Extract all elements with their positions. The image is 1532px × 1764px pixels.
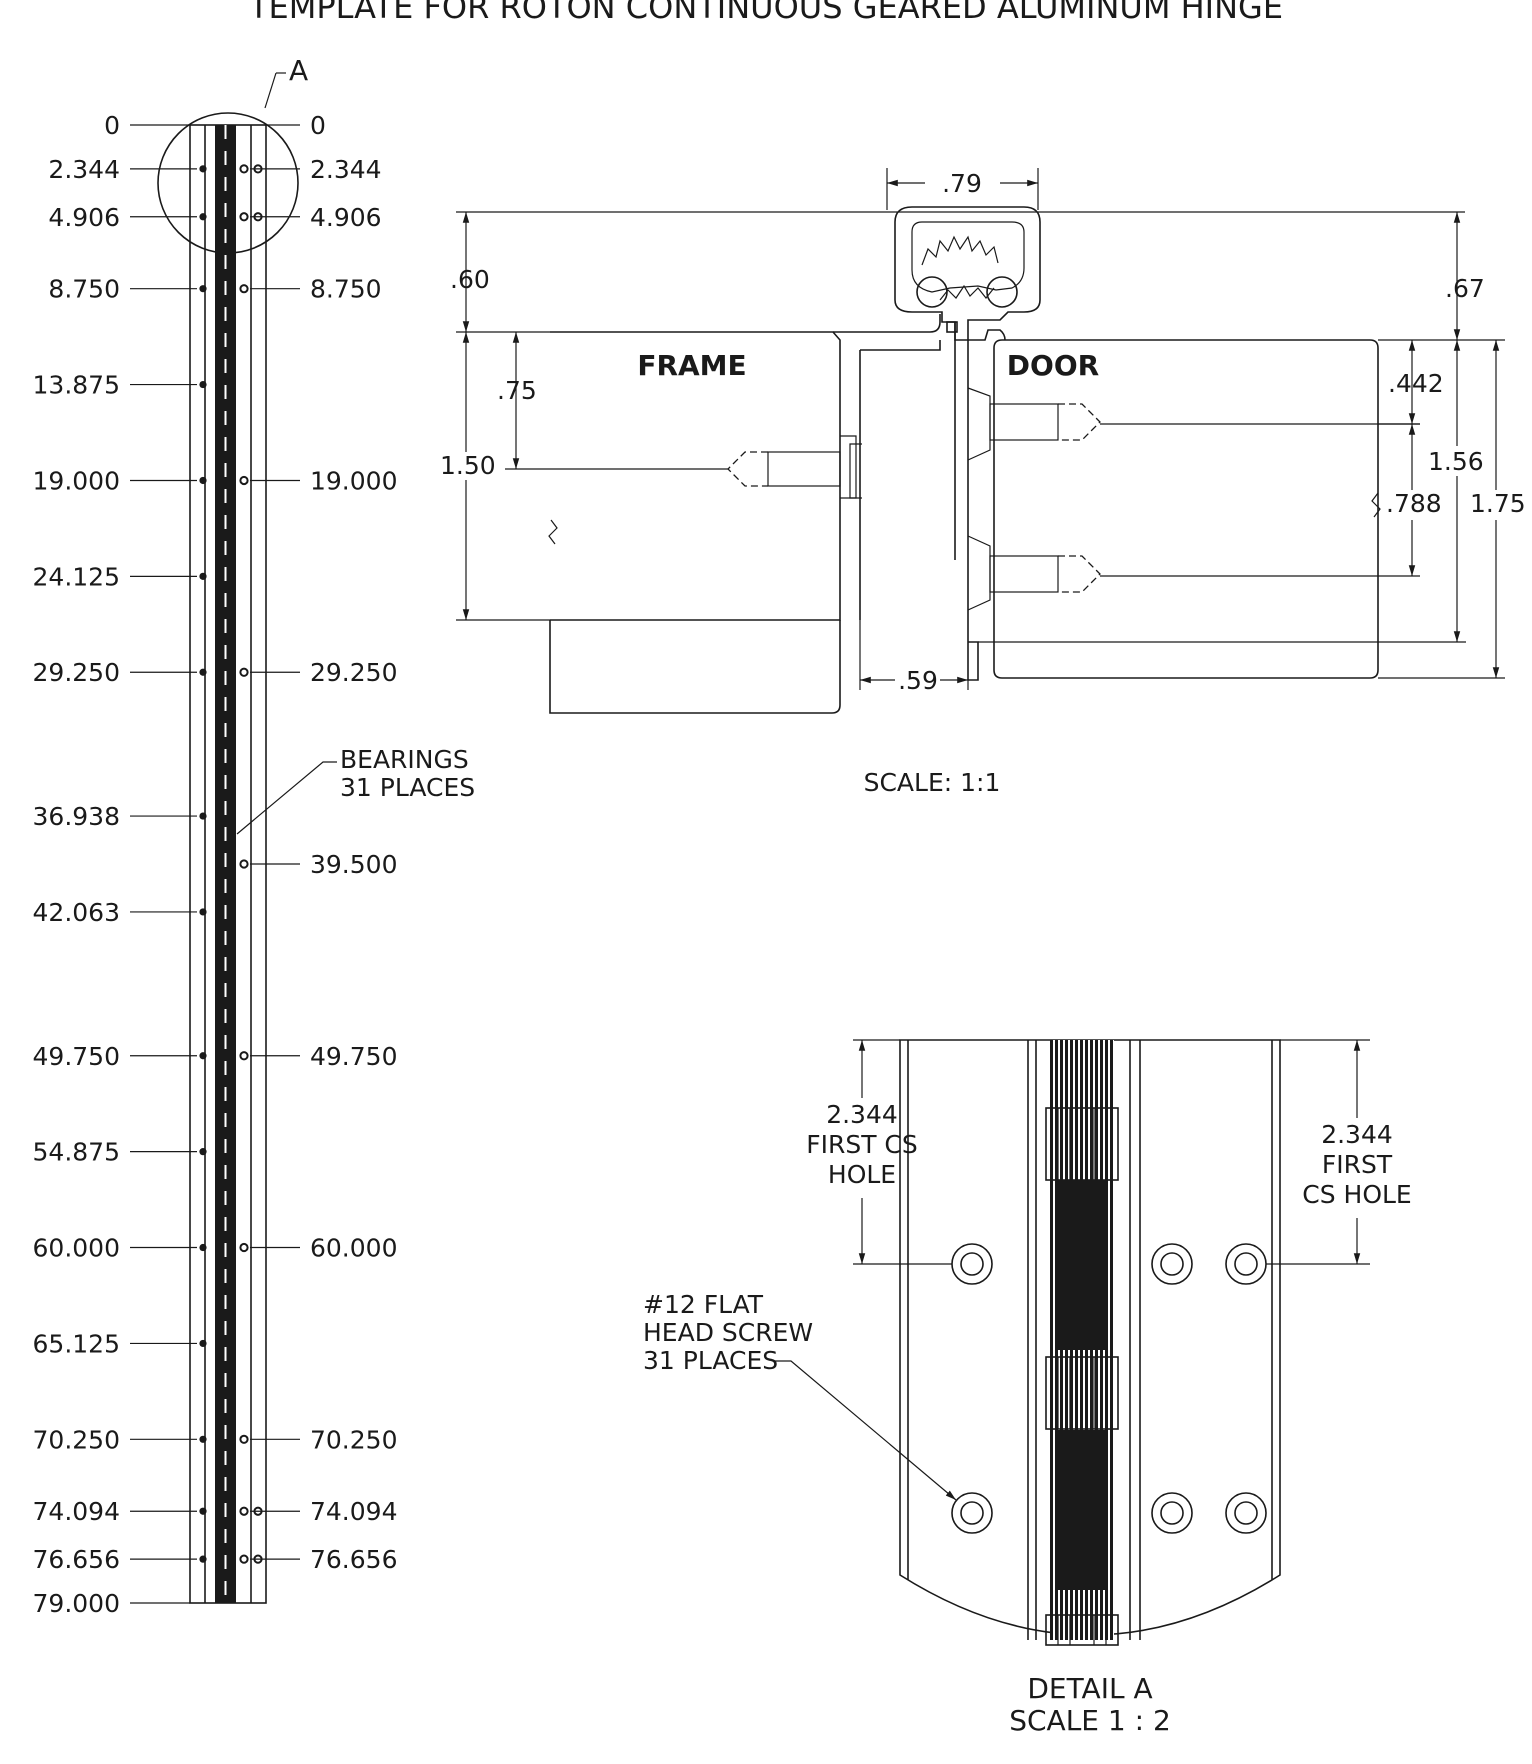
door-label: DOOR (1007, 349, 1099, 382)
bearings-note-line2: 31 PLACES (340, 773, 475, 802)
frame-hole (199, 812, 207, 820)
detail-right-dim-3: CS HOLE (1302, 1180, 1411, 1209)
door-dim-label: 19.000 (310, 466, 397, 495)
door-dim-label: 76.656 (310, 1545, 397, 1574)
frame-dim-label: 42.063 (33, 898, 120, 927)
frame-hole (199, 1148, 207, 1156)
door-hole (239, 475, 249, 486)
door-dim-label: 4.906 (310, 203, 382, 232)
frame-dim-label: 24.125 (33, 562, 120, 591)
frame-dim-label: 2.344 (48, 155, 120, 184)
door-hole (239, 212, 249, 222)
dim-door-overall: 1.75 (1470, 489, 1526, 518)
frame-hole (199, 1435, 207, 1443)
frame-hole (199, 476, 207, 485)
door-hole (239, 164, 249, 174)
dim-door-screw-top: .442 (1388, 369, 1444, 398)
dim-right-top: .67 (1445, 274, 1485, 303)
hinge-section-view: FRAME DOOR .79 .60 .75 1.50 .67 .442 (440, 168, 1526, 797)
frame-hole (199, 1052, 207, 1060)
frame-dim-label: 74.094 (33, 1497, 120, 1526)
door-hole (239, 1242, 249, 1253)
door-hole (239, 859, 249, 869)
door-dim-label: 8.750 (310, 275, 382, 304)
frame-dim-label: 79.000 (33, 1589, 120, 1618)
detail-a-view: 2.344 FIRST CS HOLE 2.344 FIRST CS HOLE … (643, 1039, 1412, 1737)
detail-scale: SCALE 1 : 2 (1009, 1704, 1171, 1737)
frame-hole (199, 1555, 207, 1563)
detail-left-dim-1: 2.344 (826, 1100, 898, 1129)
frame-hole (199, 1339, 207, 1348)
bearing-detail-2 (1045, 1356, 1119, 1430)
screw-holes (199, 164, 263, 1564)
frame-hole (199, 1243, 207, 1252)
door-dim-label: 2.344 (310, 155, 382, 184)
dim-left-top: .60 (450, 265, 490, 294)
door-dim-label: 70.250 (310, 1425, 397, 1454)
frame-hole (199, 213, 207, 221)
door-dim-label: 49.750 (310, 1042, 397, 1071)
frame-hole (199, 380, 207, 389)
bearing-detail-3 (1045, 1614, 1119, 1646)
detail-left-dim-3: HOLE (828, 1160, 896, 1189)
door-dim-label: 60.000 (310, 1234, 397, 1263)
door-dim-label: 74.094 (310, 1497, 397, 1526)
door-hole (239, 1051, 249, 1061)
hinge-elevation: 0 2.344 4.906 8.750 13.875 19.000 24.125 29.250… (33, 54, 476, 1618)
door-leaf-dimensions: 0 2.344 4.906 8.750 19.000 29.250 39.500 49.750… (250, 111, 397, 1574)
frame-dim-label: 49.750 (33, 1042, 120, 1071)
door-hole (239, 1506, 249, 1516)
frame-dim-label: 60.000 (33, 1234, 120, 1263)
frame-hole (199, 668, 207, 676)
frame-dim-label: 36.938 (33, 802, 120, 831)
detail-left-dim-2: FIRST CS (806, 1130, 918, 1159)
detail-right-dim-2: FIRST (1322, 1150, 1393, 1179)
drawing-title: TEMPLATE FOR ROTON CONTINUOUS GEARED ALU… (248, 0, 1283, 26)
door-hole (239, 667, 249, 677)
door-dim-label: 0 (310, 111, 326, 140)
dim-top-width: .79 (942, 169, 982, 198)
frame-dim-label: 76.656 (33, 1545, 120, 1574)
frame-dim-label: 13.875 (33, 371, 120, 400)
frame-dim-label: 0 (104, 111, 120, 140)
frame-dim-label: 4.906 (48, 203, 120, 232)
screw-note-line3: 31 PLACES (643, 1346, 778, 1375)
dim-door-inner: 1.56 (1428, 447, 1484, 476)
section-scale: SCALE: 1:1 (864, 768, 1001, 797)
dim-frame-depth: 1.50 (440, 451, 496, 480)
frame-hole (199, 165, 207, 173)
frame-dim-label: 54.875 (33, 1138, 120, 1167)
frame-hole (199, 572, 207, 580)
detail-right-dim-1: 2.344 (1321, 1120, 1393, 1149)
door-hole (239, 1554, 249, 1564)
frame-hole (199, 1507, 207, 1515)
detail-callout-label: A (289, 54, 308, 87)
frame-dim-label: 29.250 (33, 658, 120, 687)
door-hole (239, 284, 249, 294)
frame-dim-label: 19.000 (33, 466, 120, 495)
frame-hole (199, 285, 207, 293)
detail-title: DETAIL A (1027, 1672, 1152, 1705)
bearing-detail-1 (1045, 1107, 1119, 1181)
bearings-note-line1: BEARINGS (340, 745, 469, 774)
frame-dim-label: 8.750 (48, 275, 120, 304)
door-dim-label: 39.500 (310, 850, 397, 879)
screw-note-line2: HEAD SCREW (643, 1318, 813, 1347)
detail-a-circle (157, 112, 299, 254)
screw-note-line1: #12 FLAT (643, 1290, 764, 1319)
frame-label: FRAME (637, 349, 746, 382)
dim-frame-screw: .75 (497, 376, 537, 405)
frame-hole (199, 908, 207, 916)
dim-gap: .59 (898, 666, 938, 695)
door-dim-label: 29.250 (310, 658, 397, 687)
dim-door-screw-spacing: .788 (1386, 489, 1442, 518)
frame-dim-label: 70.250 (33, 1425, 120, 1454)
frame-dim-label: 65.125 (33, 1329, 120, 1358)
door-hole (239, 1434, 249, 1444)
frame-leaf-dimensions: 0 2.344 4.906 8.750 13.875 19.000 24.125 29.250… (33, 111, 197, 1618)
